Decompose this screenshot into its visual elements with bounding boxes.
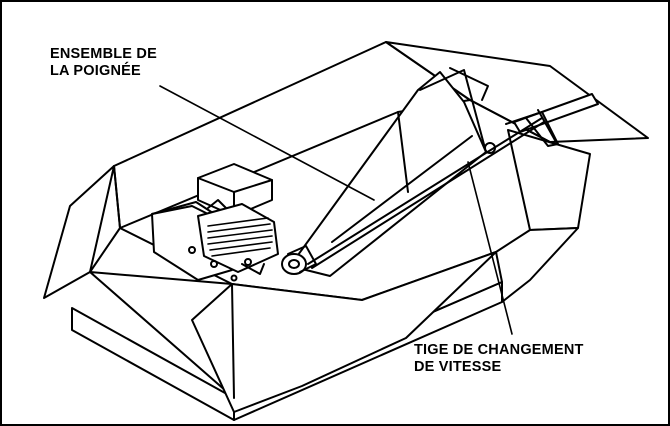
handle-assembly-label-line-1: ENSEMBLE DE [50, 46, 157, 62]
box-left-flap [43, 165, 115, 299]
air-filter [197, 163, 273, 217]
engine [151, 163, 279, 282]
handle-leader-line [159, 85, 375, 201]
shift-rod-label-line-2: DE VITESSE [414, 359, 502, 375]
handle-bars [289, 71, 487, 277]
handle-pivot [281, 253, 307, 275]
handle-assembly-label: ENSEMBLE DE LA POIGNÉE [50, 46, 157, 80]
box-front-flap [191, 251, 497, 413]
box-back-right-flap [385, 41, 649, 143]
shift-rod [307, 117, 545, 269]
leader-lines [159, 85, 513, 335]
shipping-box [43, 41, 649, 421]
shift-rod-label: TIGE DE CHANGEMENT DE VITESSE [414, 342, 584, 376]
shift-rod-leader-line [467, 161, 513, 335]
handle-assembly-label-line-2: LA POIGNÉE [50, 63, 141, 79]
shift-rod-label-line-1: TIGE DE CHANGEMENT [414, 342, 584, 358]
box-right-wall [495, 227, 579, 303]
